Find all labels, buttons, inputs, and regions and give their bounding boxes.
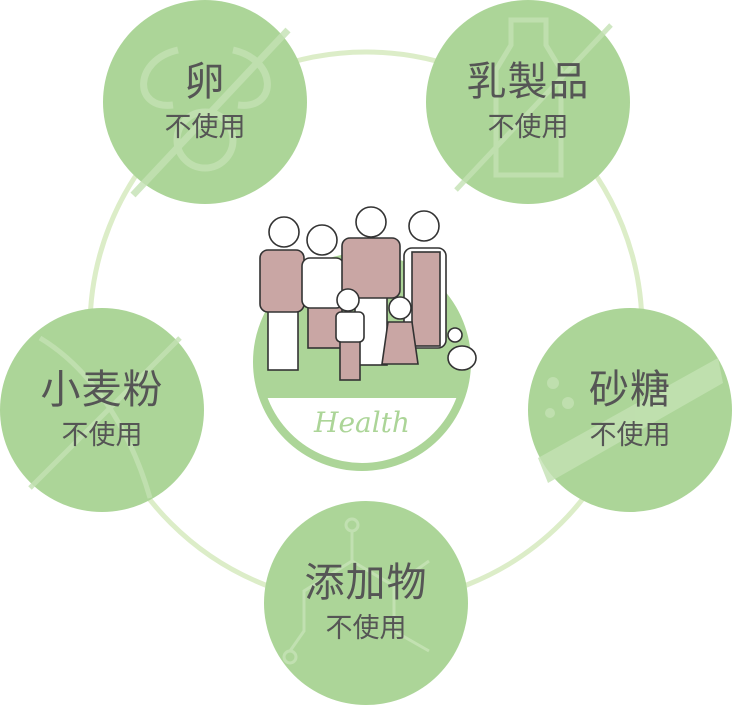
wheat-icon [28, 335, 182, 499]
item-subtitle: 不使用 [61, 420, 143, 451]
sugar-icon [538, 358, 723, 483]
item-title: 小麦粉 [40, 367, 164, 413]
health-label: Health [313, 406, 410, 439]
item-egg: 卵 不使用 [103, 0, 307, 204]
item-sugar: 砂糖 不使用 [528, 308, 732, 512]
item-subtitle: 不使用 [589, 420, 671, 451]
item-title: 乳製品 [466, 59, 590, 105]
molecule-icon [282, 517, 430, 665]
item-additives: 添加物 不使用 [264, 501, 468, 705]
item-subtitle: 不使用 [487, 112, 569, 143]
milk-bottle-icon [454, 17, 613, 192]
item-subtitle: 不使用 [325, 613, 407, 644]
item-subtitle: 不使用 [164, 112, 246, 143]
item-title: 卵 [184, 59, 226, 105]
item-title: 添加物 [304, 560, 428, 606]
item-wheat: 小麦粉 不使用 [0, 308, 204, 512]
item-title: 砂糖 [589, 367, 671, 413]
item-dairy: 乳製品 不使用 [426, 0, 630, 204]
egg-icon [130, 27, 291, 198]
